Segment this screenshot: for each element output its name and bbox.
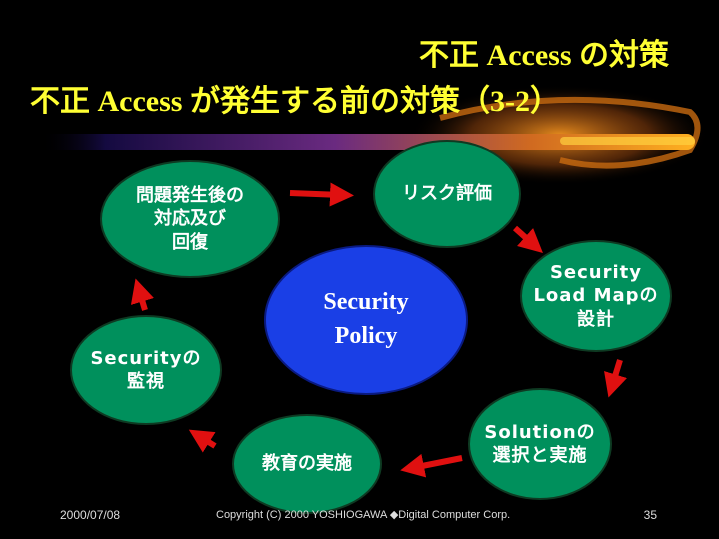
node-solution: Solutionの 選択と実施 bbox=[468, 388, 612, 500]
node-security-load-map: Security Load Mapの 設計 bbox=[520, 240, 672, 352]
node-security-monitoring: Securityの 監視 bbox=[70, 315, 222, 425]
slide-title-line2: 不正 Access が発生する前の対策（3-2） bbox=[30, 85, 560, 118]
footer-page-number: 35 bbox=[643, 508, 657, 522]
node-education: 教育の実施 bbox=[232, 414, 382, 514]
node-risk-assessment: リスク評価 bbox=[373, 140, 521, 248]
footer-copyright: Copyright (C) 2000 YOSHIOGAWA ◆Digital C… bbox=[216, 509, 511, 521]
center-security-policy: Security Policy bbox=[264, 245, 468, 395]
node-recovery: 問題発生後の 対応及び 回復 bbox=[100, 160, 280, 278]
footer-date: 2000/07/08 bbox=[60, 508, 121, 522]
slide-title-line1: 不正 Access の対策 bbox=[419, 39, 669, 72]
